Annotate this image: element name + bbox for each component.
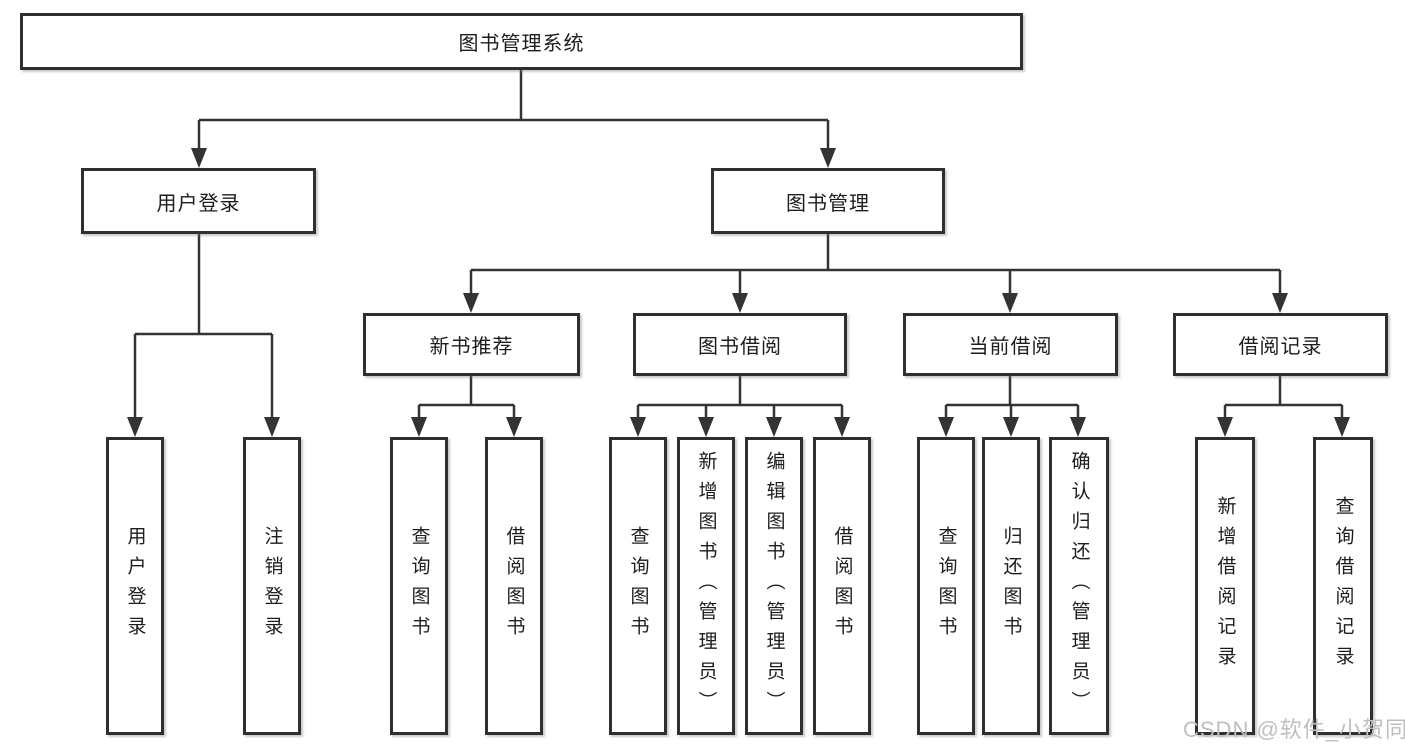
node-book-management: 图书管理 <box>711 168 945 234</box>
connector-records-children <box>1217 376 1350 437</box>
arrow-down-icon <box>1217 417 1233 437</box>
arrow-down-icon <box>938 417 954 437</box>
node-label: 用户登录 <box>124 526 146 646</box>
node-user-login: 用户登录 <box>81 168 316 234</box>
connector-current-children <box>938 376 1086 437</box>
arrow-down-icon <box>191 148 207 168</box>
connector-borrow-children <box>630 376 850 437</box>
node-label: 查询图书 <box>627 526 649 646</box>
node-bb-borrow-books: 借阅图书 <box>813 437 871 735</box>
arrow-down-icon <box>127 417 143 437</box>
node-label: 确认归还（管理员） <box>1068 451 1090 721</box>
node-cb-return-books: 归还图书 <box>982 437 1040 735</box>
node-nb-query-books: 查询图书 <box>390 437 448 735</box>
node-cb-query-books: 查询图书 <box>917 437 975 735</box>
arrow-down-icon <box>834 417 850 437</box>
connector-userlogin-children <box>127 234 280 437</box>
arrow-down-icon <box>1002 293 1018 313</box>
node-label: 借阅图书 <box>503 526 525 646</box>
connector-newbook-children <box>411 376 522 437</box>
node-label: 查询图书 <box>408 526 430 646</box>
watermark: CSDN @软件_小贺同学 <box>1183 717 1405 742</box>
arrow-down-icon <box>630 417 646 437</box>
arrow-down-icon <box>732 293 748 313</box>
node-label: 编辑图书（管理员） <box>763 451 785 721</box>
arrow-down-icon <box>1272 293 1288 313</box>
node-login: 用户登录 <box>106 437 164 735</box>
node-cb-confirm-return-admin: 确认归还（管理员） <box>1049 437 1109 735</box>
node-label: 查询图书 <box>935 526 957 646</box>
arrow-down-icon <box>463 293 479 313</box>
node-nb-borrow-books: 借阅图书 <box>485 437 543 735</box>
node-bb-edit-books-admin: 编辑图书（管理员） <box>745 437 803 735</box>
arrow-down-icon <box>1334 417 1350 437</box>
node-label: 查询借阅记录 <box>1332 496 1354 676</box>
node-br-add-record: 新增借阅记录 <box>1195 437 1255 735</box>
node-label: 新增图书（管理员） <box>695 451 717 721</box>
node-current-borrow: 当前借阅 <box>903 313 1118 376</box>
arrow-down-icon <box>820 148 836 168</box>
node-bb-query-books: 查询图书 <box>609 437 667 735</box>
arrow-down-icon <box>1003 417 1019 437</box>
node-book-borrow: 图书借阅 <box>633 313 847 376</box>
node-new-book-recommend: 新书推荐 <box>363 313 580 376</box>
arrow-down-icon <box>1070 417 1086 437</box>
node-root: 图书管理系统 <box>20 13 1023 70</box>
node-borrow-records: 借阅记录 <box>1173 313 1388 376</box>
node-label: 新增借阅记录 <box>1214 496 1236 676</box>
node-label: 借阅图书 <box>831 526 853 646</box>
node-label: 归还图书 <box>1000 526 1022 646</box>
node-br-query-record: 查询借阅记录 <box>1313 437 1373 735</box>
arrow-down-icon <box>411 417 427 437</box>
arrow-down-icon <box>698 417 714 437</box>
node-label: 注销登录 <box>261 526 283 646</box>
connector-root-to-level2 <box>191 70 836 168</box>
node-bb-add-books-admin: 新增图书（管理员） <box>677 437 735 735</box>
arrow-down-icon <box>766 417 782 437</box>
arrow-down-icon <box>506 417 522 437</box>
arrow-down-icon <box>264 417 280 437</box>
node-logout: 注销登录 <box>243 437 301 735</box>
connector-bookmgmt-to-level3 <box>463 234 1288 313</box>
